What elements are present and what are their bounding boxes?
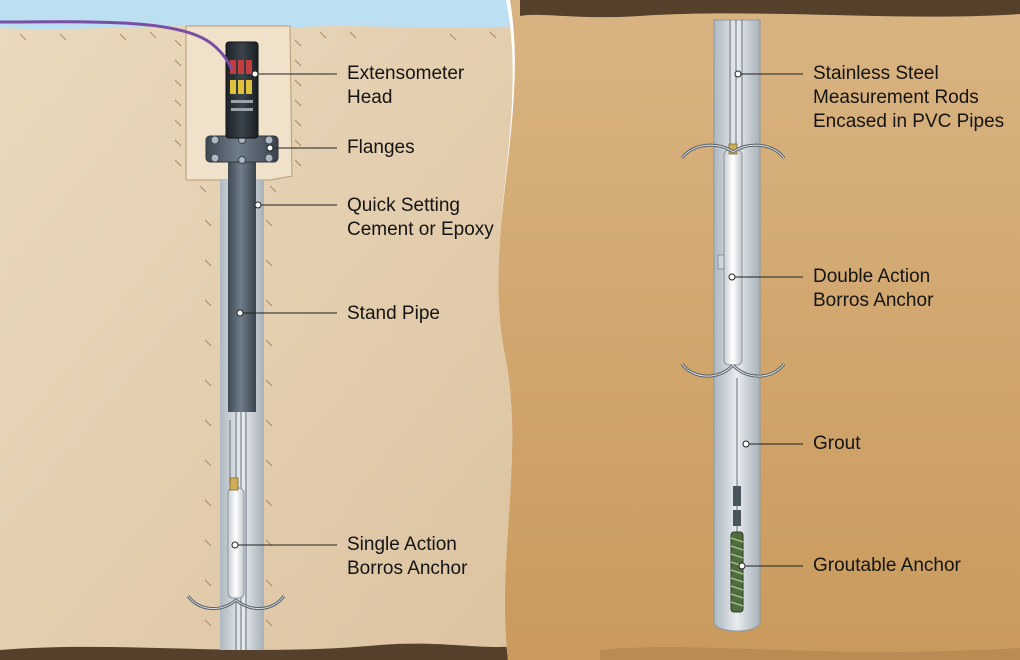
soil-hatching bbox=[19, 31, 497, 627]
label-line: Flanges bbox=[347, 137, 415, 158]
label-line: Cement or Epoxy bbox=[347, 219, 494, 240]
label-flanges: Flanges bbox=[347, 136, 415, 160]
label-line: Stand Pipe bbox=[347, 303, 440, 324]
label-grout: Grout bbox=[813, 432, 861, 456]
label-groutable-anchor: Groutable Anchor bbox=[813, 554, 961, 578]
soil-edge bbox=[0, 643, 520, 660]
label-line: Stainless Steel bbox=[813, 63, 939, 84]
label-line: Head bbox=[347, 87, 393, 108]
label-line: Borros Anchor bbox=[813, 290, 934, 311]
label-line: Measurement Rods bbox=[813, 87, 979, 108]
label-line: Borros Anchor bbox=[347, 558, 468, 579]
leader-dots bbox=[231, 70, 750, 570]
label-measurement-rods: Stainless Steel Measurement Rods Encased… bbox=[813, 62, 1004, 134]
right-panel bbox=[498, 0, 1020, 660]
label-line: Single Action bbox=[347, 534, 457, 555]
label-single-action-anchor: Single Action Borros Anchor bbox=[347, 533, 467, 581]
label-line: Double Action bbox=[813, 266, 931, 287]
label-double-action-anchor: Double Action Borros Anchor bbox=[813, 265, 933, 313]
label-line: Grout bbox=[813, 433, 861, 454]
stand-pipe bbox=[228, 160, 256, 412]
flange-bolts bbox=[210, 135, 274, 164]
sky bbox=[0, 0, 520, 30]
signal-cable bbox=[0, 20, 234, 71]
label-stand-pipe: Stand Pipe bbox=[347, 302, 440, 326]
soil-right-top bbox=[520, 0, 1020, 18]
label-line: Extensometer bbox=[347, 63, 465, 84]
label-line: Quick Setting bbox=[347, 195, 460, 216]
sensor-connectors bbox=[230, 60, 253, 111]
rod-coupler bbox=[733, 486, 741, 506]
anchor-fitting bbox=[229, 477, 239, 491]
label-quick-setting: Quick Setting Cement or Epoxy bbox=[347, 194, 494, 242]
left-panel bbox=[0, 0, 520, 660]
label-line: Groutable Anchor bbox=[813, 555, 961, 576]
label-extensometer-head: Extensometer Head bbox=[347, 62, 464, 110]
label-line: Encased in PVC Pipes bbox=[813, 111, 1005, 132]
leader-lines bbox=[235, 73, 803, 567]
double-action-anchor-body bbox=[723, 149, 743, 366]
